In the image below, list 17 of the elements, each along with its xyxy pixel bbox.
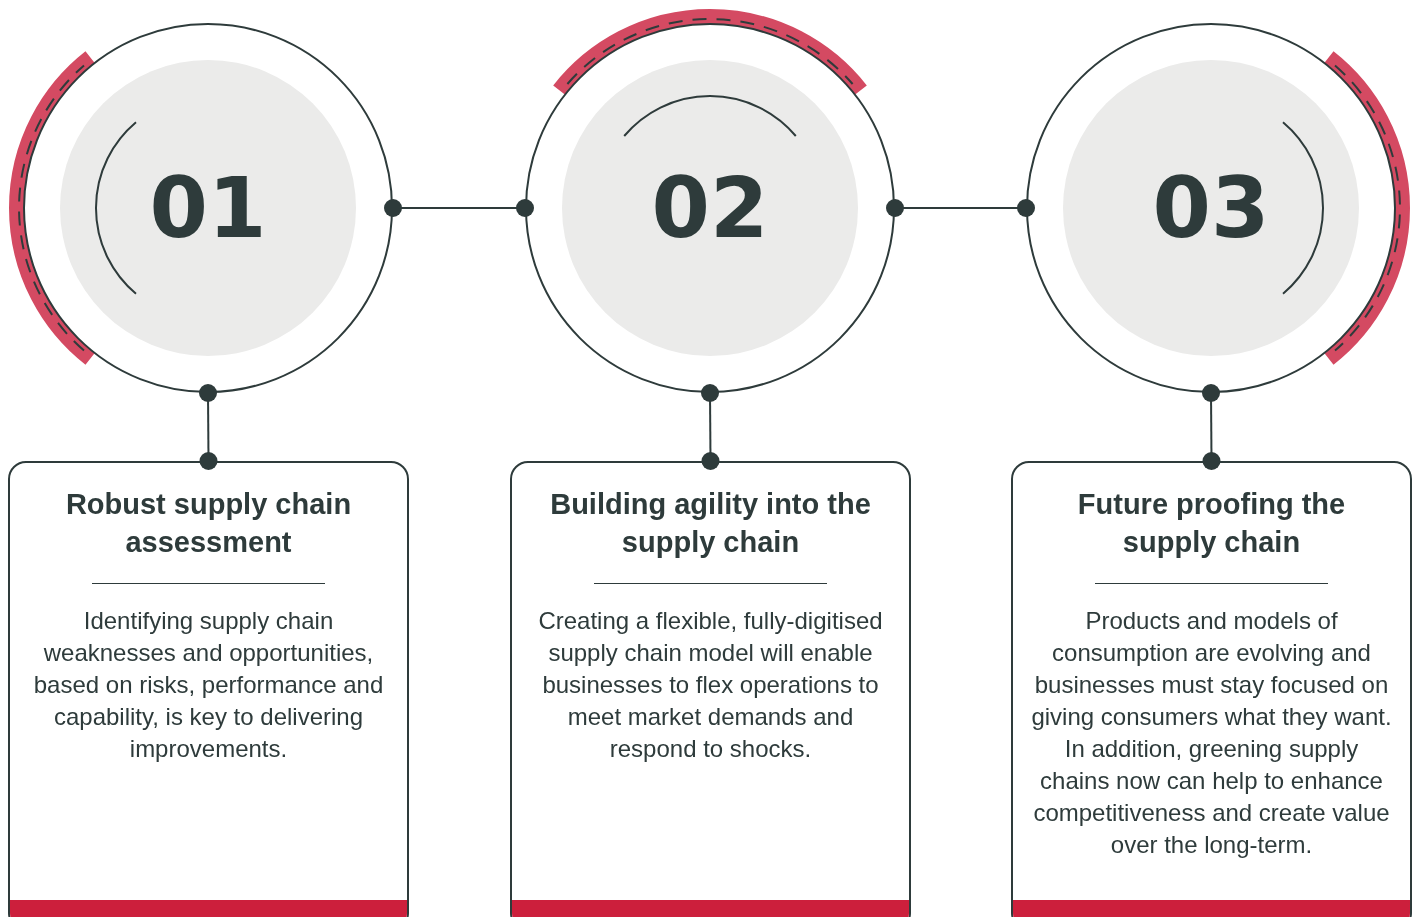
connector-line bbox=[384, 199, 534, 217]
card-text: Creating a flexible, fully-digitised supply chain model will enable businesses to flex operations to meet market demands and respond to shocks. bbox=[537, 606, 884, 764]
step-card bbox=[1011, 461, 1412, 917]
step-number: 01 bbox=[148, 166, 268, 250]
card-text: Products and models of consumption are evolving and businesses must stay focused on giving consumers what they want. In addition, greening supply chains now can help to enhance competitiveness and create value over the long-term. bbox=[1030, 606, 1393, 860]
step-number: 02 bbox=[650, 166, 770, 250]
step-number: 03 bbox=[1151, 166, 1271, 250]
step-card bbox=[8, 461, 409, 917]
connector-line bbox=[701, 384, 720, 470]
connector-line bbox=[199, 384, 218, 470]
card-heading: Robust supply chain assessment bbox=[64, 487, 353, 560]
connector-line bbox=[886, 199, 1035, 217]
step-card bbox=[510, 461, 911, 917]
connector-line bbox=[1202, 384, 1221, 470]
card-text: Identifying supply chain weaknesses and opportunities, based on risks, performance and capability, is key to delivering improvements. bbox=[32, 606, 385, 764]
card-heading: Future proofing the supply chain bbox=[1076, 487, 1347, 560]
card-heading: Building agility into the supply chain bbox=[549, 487, 872, 560]
